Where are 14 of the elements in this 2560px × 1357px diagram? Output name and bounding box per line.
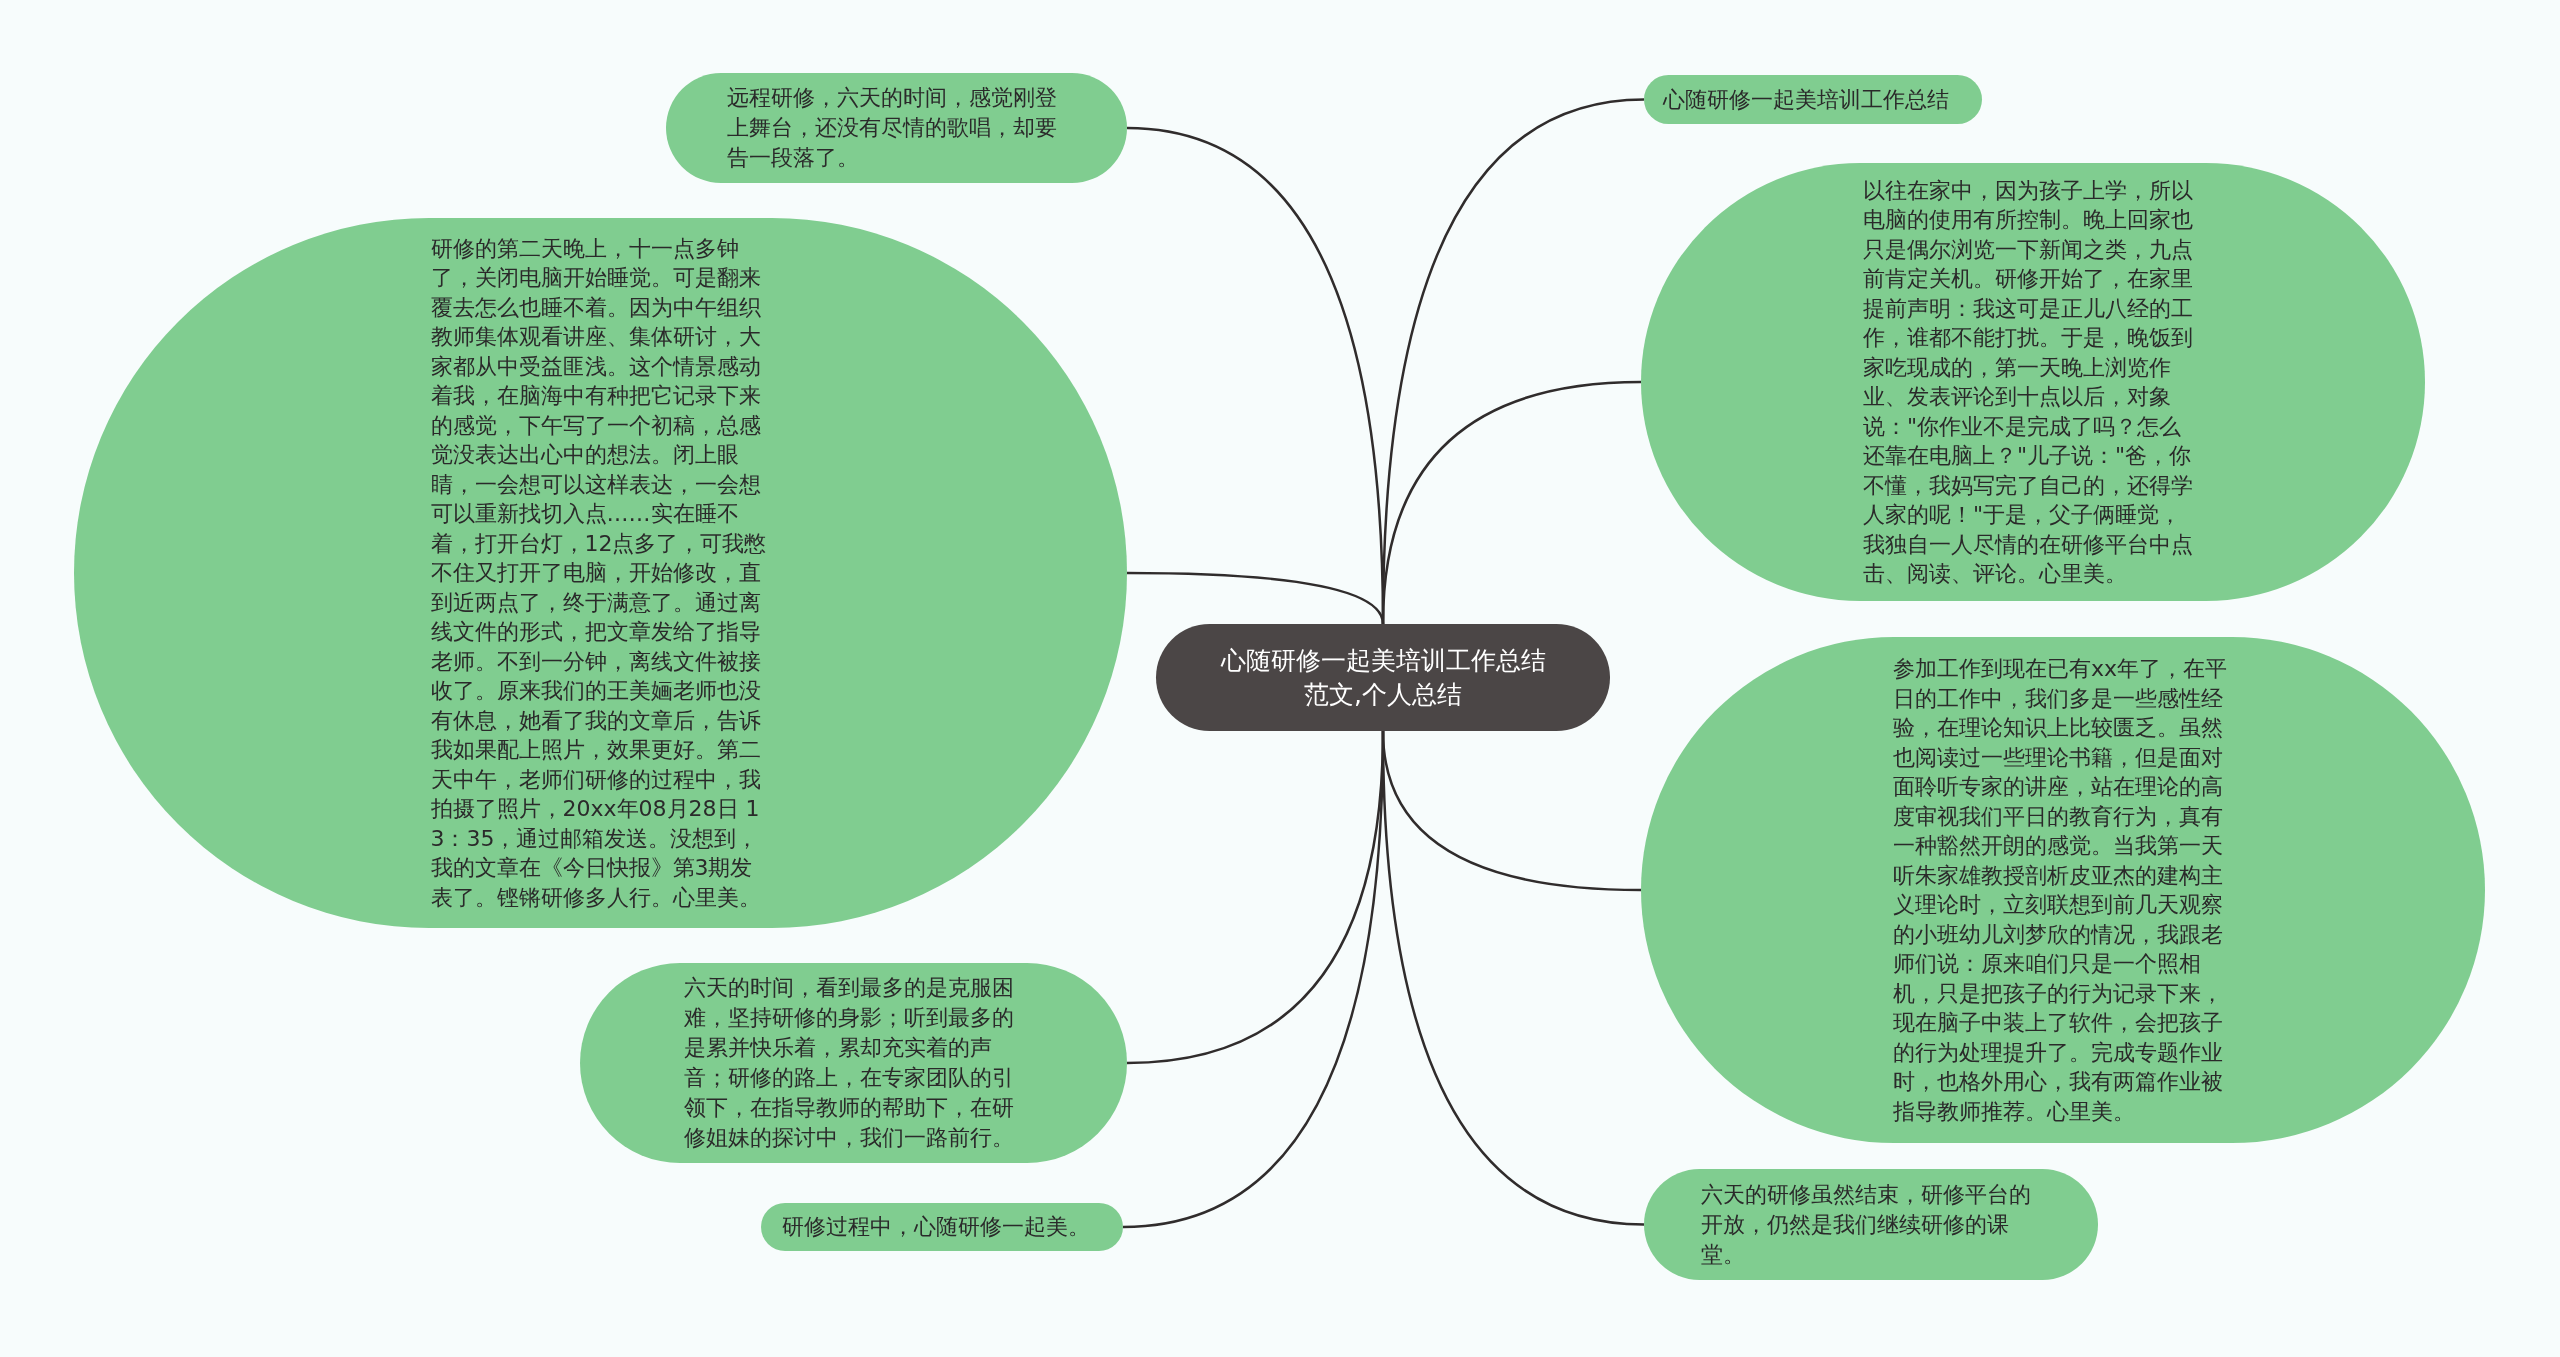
node-text: 参加工作到现在已有xx年了，在平日的工作中，我们多是一些感性经验，在理论知识上比较匮乏。虽然也阅读过一些理论书籍，但是面对面聆听专家的讲座，站在理论的高度审视我们平日的教育行为，真有一种豁然开朗的感觉。当我第一天听朱家雄教授剖析皮亚杰的建构主义理论时，立刻联想到前几天观察的小班幼儿刘梦欣的情况，我跟老师们说：原来咱们只是一个照相机，只是把孩子的行为记录下来，现在脑子中装上了软件，会把孩子的行为处理提升了。完成专题作业时，也格外用心，我有两篇作业被指导教师推荐。心里美。 <box>1893 655 2229 1126</box>
node-text: 六天的时间，看到最多的是克服困难，坚持研修的身影；听到最多的是累并快乐着，累却充实着的声音；研修的路上，在专家团队的引领下，在指导教师的帮助下，在研修姐妹的探讨中，我们一路前行。 <box>683 974 1015 1152</box>
connector-line <box>1381 730 1645 1226</box>
topic-bubble <box>761 1203 1123 1251</box>
topic-bubble <box>1644 75 1982 124</box>
connector-line <box>1127 571 1385 625</box>
node-text: 心随研修一起美培训工作总结 <box>1663 85 1950 114</box>
node-text: 远程研修，六天的时间，感觉刚登上舞台，还没有尽情的歌唱，却要告一段落了。 <box>726 84 1058 172</box>
node-text: 心随研修一起美培训工作总结范文,个人总结 <box>1219 644 1547 711</box>
node-text: 研修的第二天晚上，十一点多钟了，关闭电脑开始睡觉。可是翻来覆去怎么也睡不着。因为中午组织教师集体观看讲座、集体研讨，大家都从中受益匪浅。这个情景感动着我，在脑海中有种把它记录下来的感觉，下午写了一个初稿，总感觉没表达出心中的想法。闭上眼睛，一会想可以这样表达，一会想可以重新找切入点……实在睡不着，打开台灯，12点多了，可我憋不住又打开了电脑，开始修改，直到近两点了，终于满意了。通过离线文件的形式，把文章发给了指导老师。不到一分钟，离线文件被接收了。原来我们的王美婳老师也没有休息，她看了我的文章后，告诉我如果配上照片，效果更好。第二天中午，老师们研修的过程中，我拍摄了照片，20xx年08月28日 13：35，通过邮箱发送。没想到，我的文章在《今日快报》第3期发表了。铿锵研修多人行。心里美。 <box>430 234 768 912</box>
node-text: 研修过程中，心随研修一起美。 <box>782 1213 1091 1241</box>
node-text: 六天的研修虽然结束，研修平台的开放，仍然是我们继续研修的课堂。 <box>1701 1180 2032 1269</box>
connector-line <box>1381 380 1642 625</box>
node-text: 以往在家中，因为孩子上学，所以电脑的使用有所控制。晚上回家也只是偶尔浏览一下新闻之类，九点前肯定关机。研修开始了，在家里提前声明：我这可是正儿八经的工作，谁都不能打扰。于是，晚饭到家吃现成的，第一天晚上浏览作业、发表评论到十点以后，对象说："你作业不是完成了吗？怎么还靠在电脑上？"儿子说："爸，你不懂，我妈写完了自己的，还得学人家的呢！"于是，父子俩睡觉，我独自一人尽情的在研修平台中点击、阅读、评论。心里美。 <box>1863 176 2194 588</box>
